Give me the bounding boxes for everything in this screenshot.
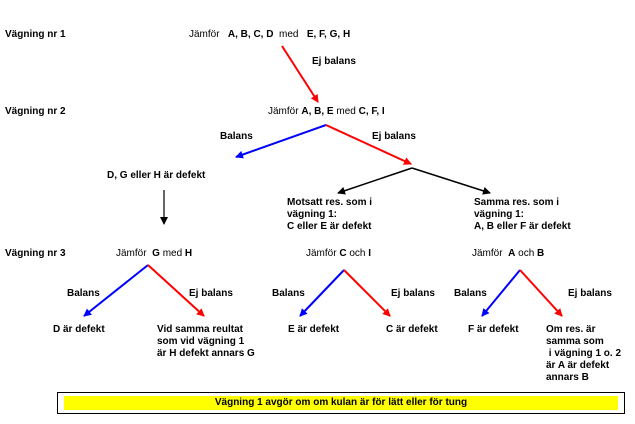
weigh3a-ej-balans-label: Ej balans [189,288,233,299]
weigh3b-balans-label: Balans [272,288,305,299]
arrow-w3a-balans [83,264,149,317]
weigh3b-ej-balans-label: Ej balans [391,288,435,299]
weigh2-compare: Jämför A, B, E med C, F, I [268,106,385,117]
arrow-w3b-balans [299,269,345,317]
weigh1-outcome: Ej balans [312,56,356,67]
node-dgh: D, G eller H är defekt [107,170,206,181]
weigh3b-compare: Jämför C och I [306,248,372,259]
weigh3c-ej-balans-label: Ej balans [568,288,612,299]
arrow-w3a-ej-balans [147,264,205,317]
footer-note: Vägning 1 avgör om om kulan är för lätt … [64,396,618,410]
arrow-to-samma [411,167,491,195]
weigh3b-result-right: C är defekt [386,324,438,335]
weigh3c-compare: Jämför A och B [472,248,545,259]
arrow-w3c-balans [481,269,521,317]
row-label-1: Vägning nr 1 [5,29,66,40]
weigh2-balans-label: Balans [220,131,253,142]
node-samma: Samma res. som i vägning 1: A, B eller F… [474,197,571,232]
weigh1-compare: Jämför A, B, C, D med E, F, G, H [189,29,351,40]
arrow-w2-balans [235,124,327,159]
arrow-to-motsatt [337,167,413,195]
footer-box: Vägning 1 avgör om om kulan är för lätt … [57,392,625,414]
weigh3a-balans-label: Balans [67,288,100,299]
weigh3a-compare: Jämför G med H [116,248,193,259]
weigh3c-balans-label: Balans [454,288,487,299]
row-label-2: Vägning nr 2 [5,106,66,117]
weigh3a-result-right: Vid samma reultat som vid vägning 1 är H… [157,324,255,359]
weigh3c-result-right: Om res. är samma som i vägning 1 o. 2 är… [546,324,622,383]
node-motsatt: Motsatt res. som i vägning 1: C eller E … [287,197,373,232]
row-label-3: Vägning nr 3 [5,248,66,259]
weigh3c-result-left: F är defekt [468,324,519,335]
weigh2-ej-balans-label: Ej balans [372,131,416,142]
arrow-w3b-ej-balans [343,269,391,317]
weigh3b-result-left: E är defekt [288,324,340,335]
weigh3a-result-left: D är defekt [53,324,105,335]
arrow-w1-ej-balans [281,45,319,103]
arrow-w3c-ej-balans [519,269,563,317]
arrow-w2-ej-balans [325,124,412,165]
